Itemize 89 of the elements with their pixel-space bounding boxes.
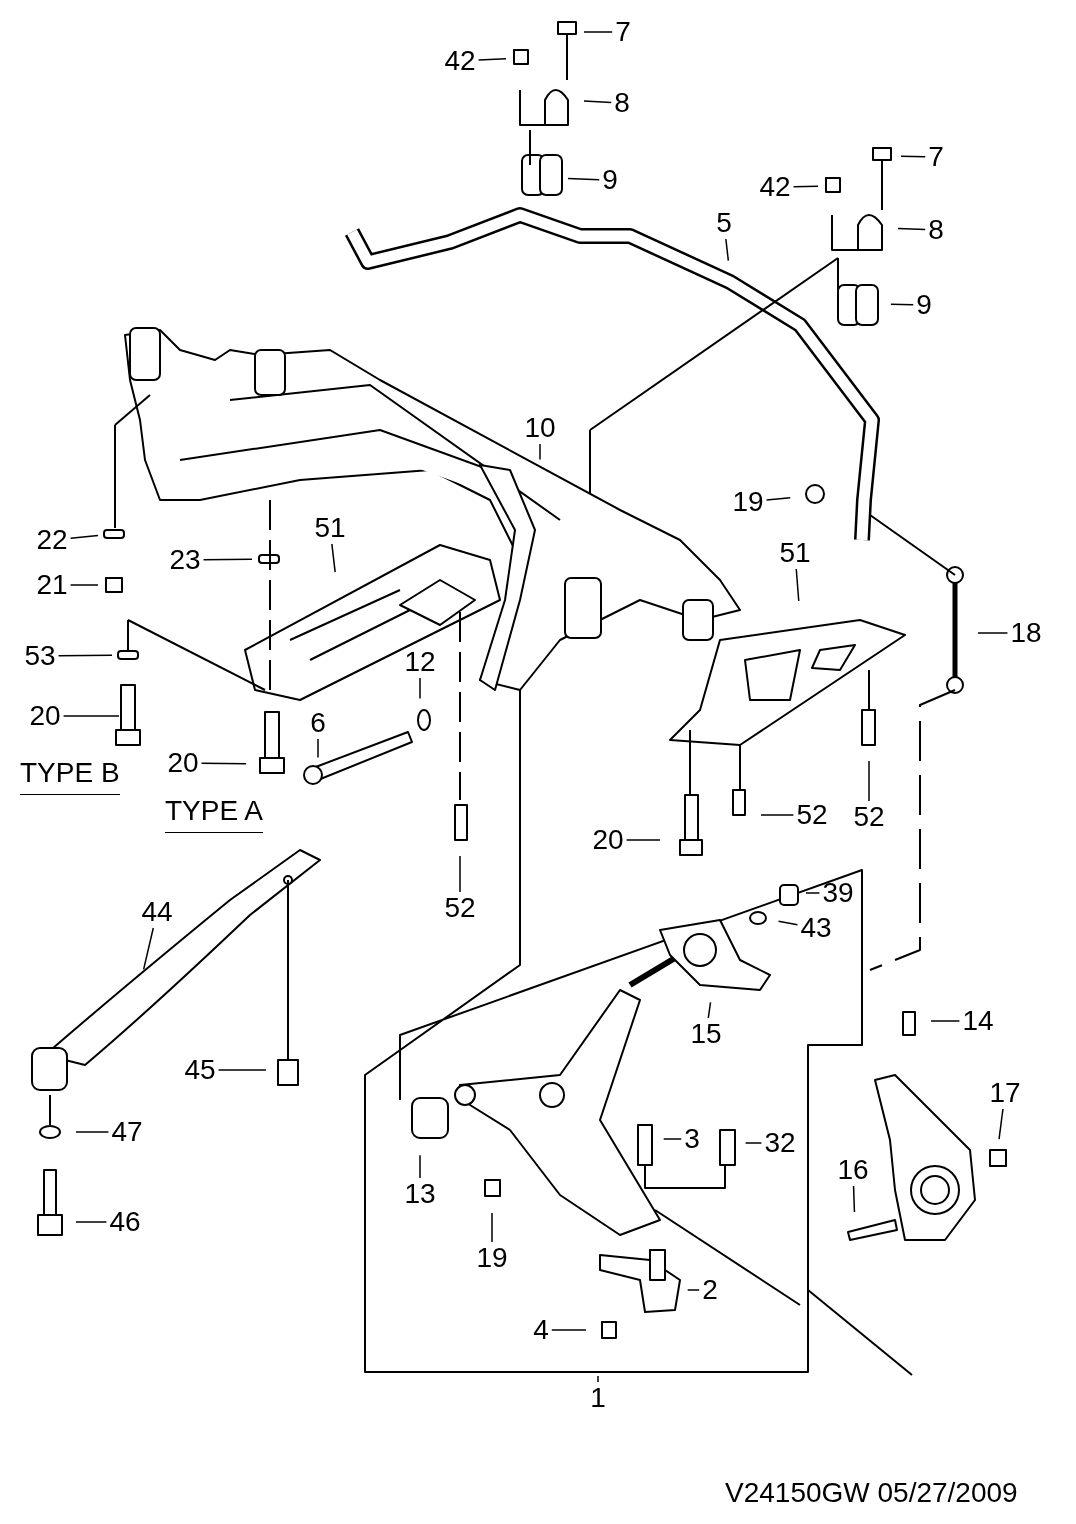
leader-line [686,1289,700,1291]
callout-number: 3 [684,1125,700,1153]
callout-number: 18 [1010,619,1042,647]
callout-number: 4 [533,1316,549,1344]
callout-number: 39 [822,879,854,907]
callout-number: 46 [109,1208,141,1236]
leader-line [777,920,799,926]
callout-number: 47 [111,1118,143,1146]
type-label: TYPE B [20,758,120,795]
callout-number: 6 [310,709,326,737]
callout-number: 19 [732,488,764,516]
leader-line [597,1375,599,1383]
callout-number: 17 [989,1079,1021,1107]
leader-line [977,632,1009,634]
leader-line [583,31,613,33]
callout-number: 20 [167,749,199,777]
drawing-code: V24150GW 05/27/2009 [725,1478,1018,1508]
leader-line [75,1221,108,1223]
leader-line [625,839,661,841]
callout-number: 53 [24,642,56,670]
leader-line [202,558,253,561]
leader-line [459,855,461,893]
callout-number: 10 [524,414,556,442]
callout-number: 23 [169,546,201,574]
leader-line [331,543,336,573]
callout-number: 32 [764,1129,796,1157]
leader-line [760,814,795,816]
leader-line [707,1001,712,1019]
callout-number: 7 [615,18,631,46]
leader-line [930,1020,961,1022]
leader-line [998,1108,1004,1140]
callout-number: 15 [690,1020,722,1048]
leader-line [419,1154,421,1179]
leader-line [868,760,870,802]
leader-line [567,177,600,181]
leader-line [765,496,791,501]
callout-number: 20 [592,826,624,854]
callout-number: 43 [800,914,832,942]
leader-line [551,1329,587,1331]
leader-line [69,534,99,539]
callout-number: 21 [36,571,68,599]
leader-line [890,303,914,306]
leader-line [897,227,926,231]
leader-line [69,584,99,586]
leader-line [795,568,800,602]
leader-line [217,1069,267,1071]
leader-line [662,1138,682,1140]
leader-line [852,1185,856,1213]
callout-number: 51 [314,514,346,542]
callout-number: 19 [476,1244,508,1272]
callout-number: 52 [853,803,885,831]
leader-line [75,1131,110,1133]
leader-line [419,677,421,700]
callout-number: 7 [928,143,944,171]
leader-line [805,892,821,894]
callout-number: 16 [837,1156,869,1184]
callout-number: 52 [796,801,828,829]
leader-line [744,1142,763,1144]
leader-line [583,100,612,104]
callout-number: 9 [916,291,932,319]
leader-line [491,1212,493,1243]
callout-number: 42 [444,47,476,75]
callout-number: 14 [962,1007,994,1035]
callout-number: 2 [702,1276,718,1304]
callout-number: 20 [29,702,61,730]
callout-number: 42 [759,173,791,201]
callout-number: 52 [444,894,476,922]
leader-line [62,715,120,717]
callout-number: 22 [36,526,68,554]
type-label: TYPE A [165,796,264,833]
leader-line [900,155,926,158]
leader-line [317,738,319,759]
leader-line [792,185,819,188]
callout-number: 13 [404,1180,436,1208]
leader-line [57,654,113,657]
callout-number: 1 [590,1384,606,1412]
callout-number: 51 [779,539,811,567]
callout-number: 45 [184,1056,216,1084]
leader-line [200,762,247,765]
callout-number: 9 [602,166,618,194]
callout-number: 12 [404,648,436,676]
callout-number: 44 [141,898,173,926]
leader-line [725,238,730,262]
callout-number: 8 [928,216,944,244]
leader-line [539,443,541,461]
callout-number: 5 [716,209,732,237]
leader-line [477,58,507,61]
callout-number: 8 [614,89,630,117]
leader-line [142,927,154,971]
